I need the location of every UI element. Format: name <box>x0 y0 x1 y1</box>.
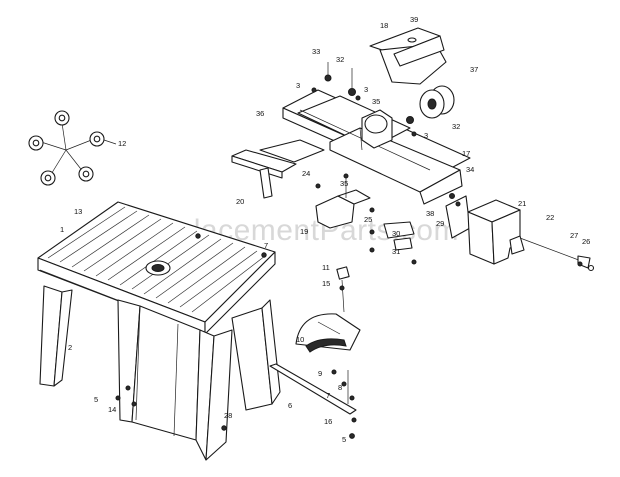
label-33: 33 <box>312 47 320 56</box>
label-34: 34 <box>466 165 474 174</box>
label-15: 15 <box>322 279 330 288</box>
label-35-top: 35 <box>372 97 380 106</box>
label-35-mid: 35 <box>340 179 348 188</box>
label-36: 36 <box>256 109 264 118</box>
label-13: 13 <box>74 207 82 216</box>
label-6: 6 <box>288 401 292 410</box>
part-22-power-cord <box>519 237 595 272</box>
part-32-knob <box>311 62 417 137</box>
label-20: 20 <box>236 197 244 206</box>
label-19: 19 <box>300 227 308 236</box>
label-2: 2 <box>68 343 72 352</box>
part-37-spacer-cylinder <box>419 85 455 119</box>
part-25-bracket <box>315 173 375 253</box>
label-7b: 7 <box>326 391 330 400</box>
part-10-miter-gauge <box>295 266 361 353</box>
label-5: 5 <box>94 395 98 404</box>
label-27: 27 <box>570 231 578 240</box>
label-32-right: 32 <box>452 122 460 131</box>
label-22: 22 <box>546 213 554 222</box>
label-3-c: 3 <box>424 131 428 140</box>
label-38: 38 <box>426 209 434 218</box>
part-19-dust-hood <box>369 27 447 85</box>
label-17: 17 <box>462 149 470 158</box>
part-21-switch-box <box>467 199 525 265</box>
part-14-screws <box>115 233 267 431</box>
label-9: 9 <box>318 369 322 378</box>
label-11: 11 <box>322 263 330 272</box>
label-37: 37 <box>470 65 478 74</box>
label-3-a: 3 <box>296 81 300 90</box>
label-10: 10 <box>296 335 304 344</box>
label-30: 30 <box>392 229 400 238</box>
label-1: 1 <box>60 225 64 234</box>
label-16: 16 <box>324 417 332 426</box>
label-3-b: 3 <box>364 85 368 94</box>
label-32-top: 32 <box>336 55 344 64</box>
label-7: 7 <box>264 241 268 250</box>
label-5b: 5 <box>342 435 346 444</box>
label-39: 39 <box>410 15 418 24</box>
label-28: 28 <box>224 411 232 420</box>
part-6-miter-bar <box>269 363 357 439</box>
label-25: 25 <box>364 215 372 224</box>
part-30-clamp-bracket <box>383 221 415 251</box>
part-20-fence-extension <box>231 139 325 199</box>
label-29: 29 <box>436 219 444 228</box>
label-8: 8 <box>338 383 342 392</box>
part-12-washer-cluster <box>28 110 117 186</box>
part-labels: 12 13 1 2 5 14 28 7 18 39 37 33 32 3 3 3… <box>60 15 590 444</box>
part-35-bit-guard <box>361 109 393 149</box>
label-12: 12 <box>118 139 126 148</box>
label-26: 26 <box>582 237 590 246</box>
label-31: 31 <box>392 247 400 256</box>
label-14: 14 <box>108 405 116 414</box>
label-21: 21 <box>518 199 526 208</box>
label-18: 18 <box>380 21 388 30</box>
label-24: 24 <box>302 169 310 178</box>
